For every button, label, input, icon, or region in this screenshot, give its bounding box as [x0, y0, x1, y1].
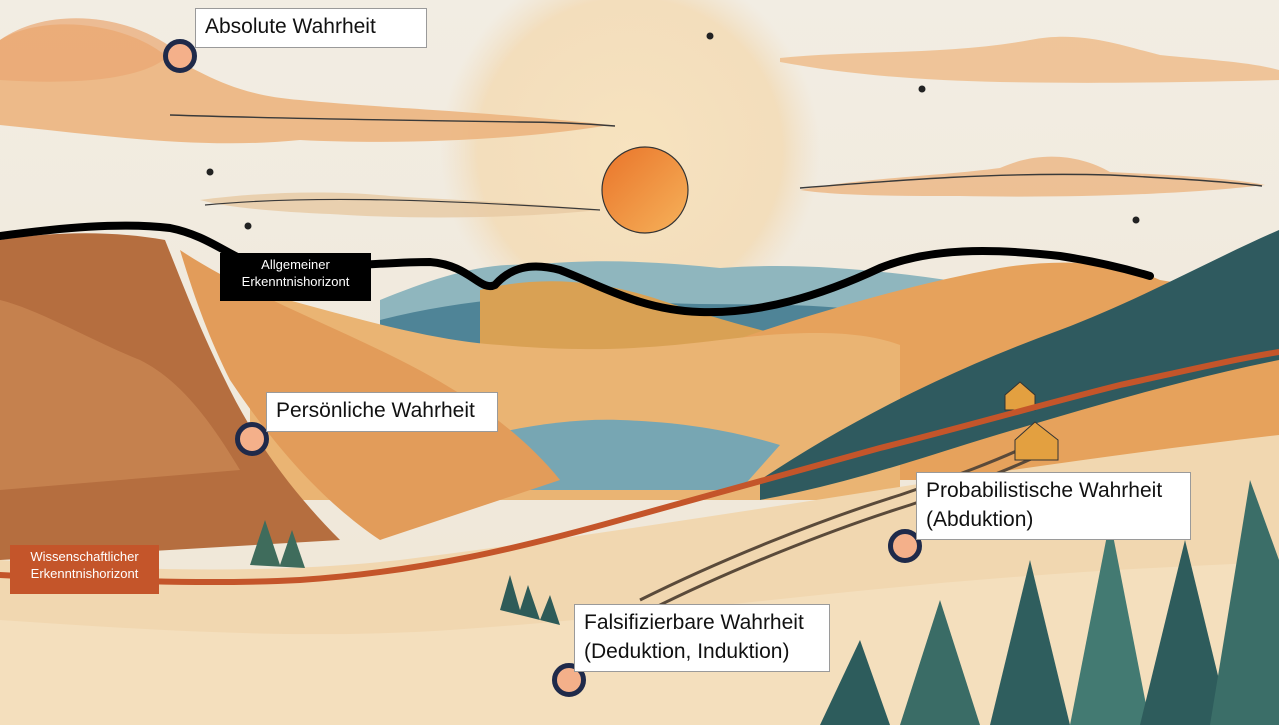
trees-left [250, 520, 305, 568]
general-horizon-line2: Erkenntnishorizont [241, 274, 350, 289]
dot [706, 32, 714, 40]
falsifiable-truth-line1: Falsifizierbare Wahrheit [584, 611, 804, 634]
forest-foreground [900, 600, 980, 725]
dot [244, 222, 252, 230]
cloud-line [169, 114, 616, 127]
personal-truth-label: Persönliche Wahrheit [266, 392, 498, 432]
absolute-truth-text: Absolute Wahrheit [205, 15, 376, 38]
personal-truth-marker[interactable] [235, 422, 269, 456]
absolute-truth-label: Absolute Wahrheit [195, 8, 427, 48]
probabilistic-truth-line1: Probabilistische Wahrheit [926, 479, 1163, 502]
falsifiable-truth-label: Falsifizierbare Wahrheit (Deduktion, Ind… [574, 604, 830, 672]
cloud-line [799, 173, 1263, 189]
probabilistic-truth-marker[interactable] [888, 529, 922, 563]
scientific-horizon-line1: Wissenschaftlicher [30, 549, 139, 564]
general-horizon-line1: Allgemeiner [261, 257, 330, 272]
scientific-horizon-tag: Wissenschaftlicher Erkenntnishorizont [10, 545, 159, 594]
house [1004, 381, 1036, 411]
forest-right [760, 230, 1279, 500]
forest-foreground [820, 640, 890, 725]
cloud-right-mid [800, 156, 1265, 197]
dot [1132, 216, 1140, 224]
railway [639, 438, 1041, 602]
trees-left [500, 575, 560, 625]
cloud-line [204, 198, 601, 211]
forest-foreground [990, 560, 1070, 725]
falsifiable-truth-marker[interactable] [552, 663, 586, 697]
forest-foreground [1210, 480, 1279, 725]
house [1014, 421, 1059, 461]
railway [649, 448, 1051, 612]
probabilistic-truth-label: Probabilistische Wahrheit (Abduktion) [916, 472, 1191, 540]
dot [206, 168, 214, 176]
dot [918, 85, 926, 93]
cloud-left-top [0, 18, 175, 82]
mountain-left-light [0, 300, 240, 490]
personal-truth-text: Persönliche Wahrheit [276, 399, 475, 422]
falsifiable-truth-line2: (Deduktion, Induktion) [584, 640, 790, 663]
probabilistic-truth-line2: (Abduktion) [926, 508, 1034, 531]
general-horizon-tag: Allgemeiner Erkenntnishorizont [220, 253, 371, 301]
sun [601, 146, 689, 234]
scientific-horizon-line2: Erkenntnishorizont [30, 566, 139, 581]
cloud-mid [200, 192, 600, 218]
general-horizon-line [0, 221, 1154, 317]
absolute-truth-marker[interactable] [163, 39, 197, 73]
cloud-right-top [780, 36, 1279, 83]
scientific-horizon-line [0, 349, 1279, 586]
forest-foreground [1140, 540, 1230, 725]
forest-foreground [1070, 520, 1150, 725]
